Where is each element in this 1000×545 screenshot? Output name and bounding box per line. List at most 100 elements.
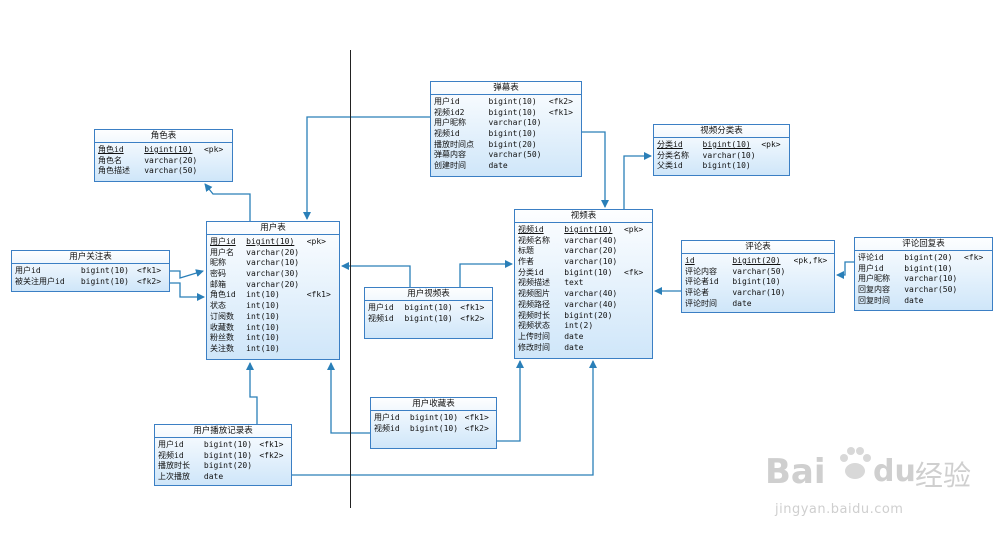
link-danmu-video — [582, 131, 609, 208]
table-title: 弹幕表 — [431, 82, 581, 95]
column-name: 播放时间点 — [434, 139, 474, 149]
column-name: 视频路径 — [518, 299, 550, 309]
column-type: bigint(10) — [702, 161, 751, 171]
table-title: 用户收藏表 — [371, 398, 496, 411]
column-type: date — [904, 295, 924, 305]
link-play-user — [246, 362, 258, 424]
column-name: 视频id — [518, 225, 544, 234]
table-title: 视频分类表 — [654, 125, 789, 138]
column-type: bigint(10) — [732, 277, 781, 287]
column-type: bigint(20) — [732, 256, 781, 265]
column-type: varchar(10) — [246, 258, 300, 268]
column-type: varchar(20) — [246, 247, 300, 257]
table-title: 用户表 — [207, 222, 339, 235]
column-name: 用户昵称 — [858, 274, 890, 284]
link-play-video — [292, 360, 597, 476]
column-name: 视频id — [374, 423, 400, 433]
column-key — [204, 156, 229, 167]
column-type: int(10) — [246, 322, 280, 332]
column-name: 分类id — [657, 140, 683, 149]
link-video-category — [623, 152, 652, 209]
column-name: 视频图片 — [518, 289, 550, 299]
column-key: <fk1> — [460, 303, 485, 312]
column-name: 视频id2 — [434, 107, 465, 117]
column-key — [307, 323, 336, 334]
column-key — [794, 299, 831, 310]
column-name: 用户id — [15, 266, 41, 275]
column-key — [307, 312, 336, 323]
